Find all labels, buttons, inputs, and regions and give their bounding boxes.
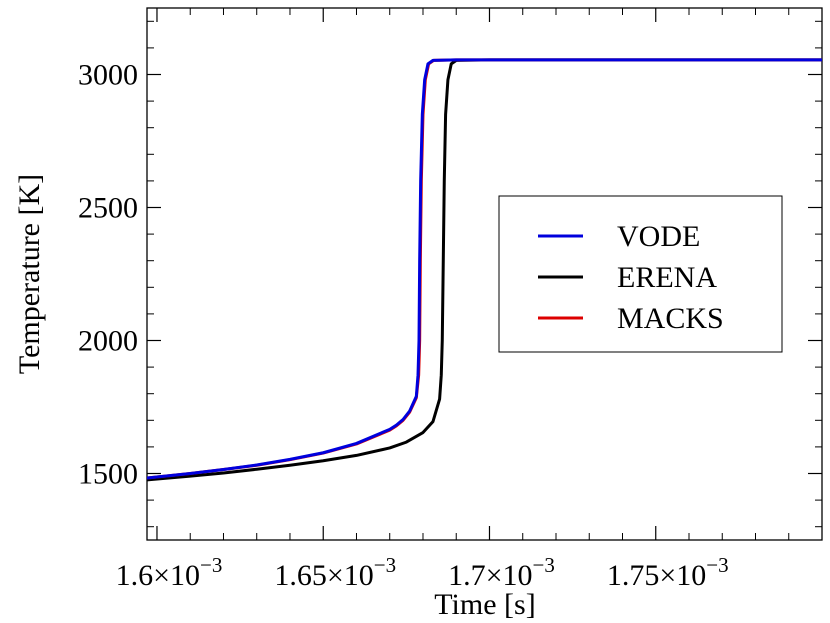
y-tick-label: 2500 bbox=[78, 192, 138, 225]
series-layer bbox=[147, 58, 822, 482]
legend: VODE ERENA MACKS bbox=[498, 195, 783, 353]
plot-frame bbox=[146, 7, 823, 541]
y-tick-label: 2000 bbox=[78, 325, 138, 358]
x-tick-label: 1.75×10−3 bbox=[607, 553, 729, 592]
x-tick-label: 1.65×10−3 bbox=[274, 553, 396, 592]
y-tick-label: 1500 bbox=[78, 458, 138, 491]
legend-label-erena: ERENA bbox=[617, 261, 717, 294]
y-tick-label: 3000 bbox=[78, 59, 138, 92]
axis-tick-labels: 1500 2000 2500 3000 1.6×10−3 1.65×10−3 1.7×10−… bbox=[78, 59, 729, 593]
legend-label-vode: VODE bbox=[617, 220, 700, 253]
x-axis-label: Time [s] bbox=[434, 588, 535, 621]
series-line-vode bbox=[147, 58, 822, 480]
axis-ticks bbox=[147, 8, 822, 540]
legend-box bbox=[498, 195, 783, 353]
x-tick-label: 1.6×10−3 bbox=[116, 553, 223, 592]
series-line-erena bbox=[147, 58, 822, 482]
y-axis-label: Temperature [K] bbox=[13, 174, 46, 374]
x-tick-label: 1.7×10−3 bbox=[448, 553, 555, 592]
legend-label-macks: MACKS bbox=[617, 302, 724, 335]
